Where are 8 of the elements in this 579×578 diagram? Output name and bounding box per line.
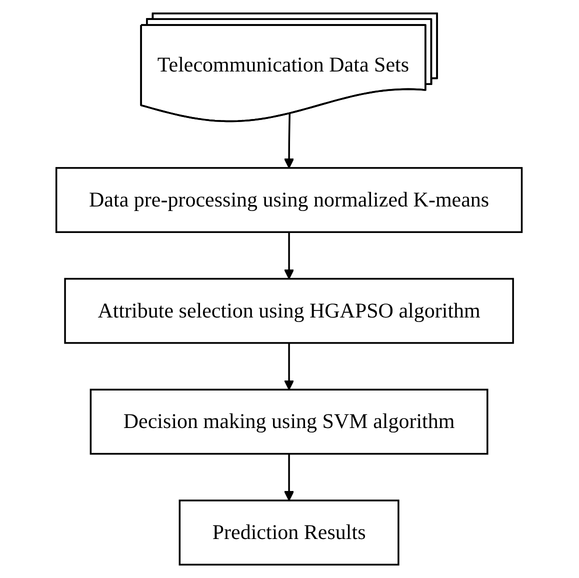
arrow — [284, 454, 295, 501]
node-box: Decision making using SVM algorithm — [90, 388, 489, 455]
arrow — [284, 342, 295, 390]
arrow — [284, 114, 295, 168]
node-box: Prediction Results — [179, 500, 400, 566]
node-box: Attribute selection using HGAPSO algorithm — [64, 278, 514, 344]
node-box: Data pre-processing using normalized K-means — [56, 167, 524, 233]
arrow — [284, 232, 295, 280]
